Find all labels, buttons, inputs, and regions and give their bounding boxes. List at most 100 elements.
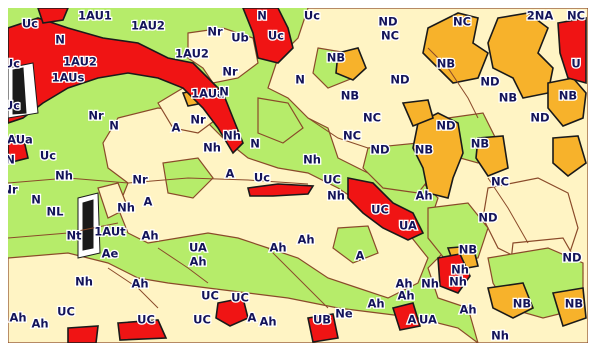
zone-label-ah-11: Ah [9,311,26,325]
zone-label-1aut: 1AUt [94,225,126,239]
zone-label-uc-11: UC [231,291,249,305]
zone-label-ua-2: UA [189,241,207,255]
zone-label-n-1: N [55,33,65,47]
hatched-zones [8,62,101,259]
zone-label-uc-10: UC [201,289,219,303]
zone-label-nr-6: Nr [8,183,18,197]
zone-label-nh-7: Nh [451,263,469,277]
zone-label-uc-2: Uc [304,9,320,23]
zone-label-nb-6: NB [415,143,433,157]
zone-label-ah-1: Ah [415,189,432,203]
zone-label-nb-5: NB [559,89,577,103]
zone-label-ah-2: Ah [141,229,158,243]
zone-label-nd-7: ND [478,211,497,225]
zone-label-nc-1: NC [381,29,399,43]
zone-label-n-2: N [257,9,267,23]
zone-label-nh-11: Nh [491,329,509,343]
zone-label-nl: NL [47,205,65,219]
zone-label-n-6: N [250,137,260,151]
zone-label-nb-9: NB [513,297,531,311]
zone-label-nr-3: Nr [88,109,104,123]
zone-label-nt: Nt [66,229,82,243]
zone-label-nr-2: Nr [222,65,238,79]
zone-label-ah-13: Ah [31,317,48,331]
zone-label-a-3: A [144,195,153,209]
zone-label-nh-9: Nh [449,275,467,289]
zone-label-nb-7: NB [471,137,489,151]
zone-label-nd-5: ND [530,111,549,125]
zone-label-ah-7: Ah [395,277,412,291]
zone-label-ua-1: UA [399,219,417,233]
zone-label-nd-3: ND [480,75,499,89]
zone-label-nr-1: Nr [207,25,223,39]
zone-label-nr-4: Nr [190,113,206,127]
zone-label-nd-2: ND [390,73,409,87]
zone-label-1aus: 1AUs [52,71,85,85]
zone-label-nh-8: Nh [75,275,93,289]
zone-label-uc-9: UC [371,203,389,217]
zone-label-nb-1: NB [327,51,345,65]
zone-label-nh-2: Nh [203,141,221,155]
zone-label-ah-5: Ah [189,255,206,269]
zone-label-n-8: N [31,193,41,207]
zone-label-n-7: N [8,153,15,167]
zone-label-nr-5: Nr [132,173,148,187]
parcel-boundaries [8,47,529,309]
zone-label-nh-1: Nh [223,129,241,143]
zone-label-nb-8: NB [459,243,477,257]
zone-label-ah-8: Ah [397,289,414,303]
zone-label-ah-10: Ah [459,303,476,317]
zone-label-nc-2: NC [453,15,471,29]
zone-label-uc-1: Uc [22,17,38,31]
zone-label-n-3: N [295,73,305,87]
zone-label-uc-8: Uc [254,171,270,185]
zone-label-nd-1: ND [378,15,397,29]
zone-label-n-5: N [109,119,119,133]
zone-label-uc-3: Uc [268,29,284,43]
zone-label-ua-3: UA [419,313,437,327]
zone-label-ah-3: Ah [269,241,286,255]
zone-label-nh-4: Nh [55,169,73,183]
zone-label-uc-12: UC [57,305,75,319]
zone-label-ah-9: Ah [367,297,384,311]
zone-label-ae: Ae [102,247,119,261]
zone-label-ub: Ub [231,31,249,45]
zone-label-a-2: A [226,167,235,181]
zone-label-ne: Ne [335,307,353,321]
zone-label-nh-10: Nh [421,277,439,291]
zone-label-uc-7: UC [323,173,341,187]
zone-label-a-5: A [248,311,257,325]
zone-label-nh-6: Nh [117,201,135,215]
zone-label-uc-13: UC [137,313,155,327]
zone-label-a-1: A [172,121,181,135]
zone-label-uc-4: Uc [8,57,20,71]
zone-label-nd-8: ND [562,251,581,265]
zone-label-uc-5: Uc [8,99,20,113]
zone-label-1aua: 1AUa [191,87,225,101]
zone-label-nh-5: Nh [327,189,345,203]
zone-label-nc-5: NC [343,129,361,143]
zone-label-nb-2: NB [437,57,455,71]
zone-label-nb-3: NB [499,91,517,105]
zone-label-a-4: A [356,249,365,263]
zone-label-nb-4: NB [341,89,359,103]
zone-label-ah-6: Ah [131,277,148,291]
zone-label-nc-4: NC [363,111,381,125]
zone-label-uc-6: Uc [40,149,56,163]
zone-label-nc-3: NC [567,9,585,23]
zone-label-1au2-b: 1AU2 [63,55,97,69]
zone-label-ah-12: Ah [259,315,276,329]
zone-label-1aua-b: 1AUa [8,133,33,147]
zone-label-1au2-c: 1AU2 [175,47,209,61]
zone-label-1au2-a: 1AU2 [131,19,165,33]
zone-label-nd-4: ND [436,119,455,133]
zone-label-nh-3: Nh [303,153,321,167]
zone-u-areas [8,8,587,343]
zone-label-ah-4: Ah [297,233,314,247]
zone-label-nb-10: NB [565,297,583,311]
zone-label-ub-2: UB [313,313,331,327]
zone-label-uc-14: UC [193,313,211,327]
